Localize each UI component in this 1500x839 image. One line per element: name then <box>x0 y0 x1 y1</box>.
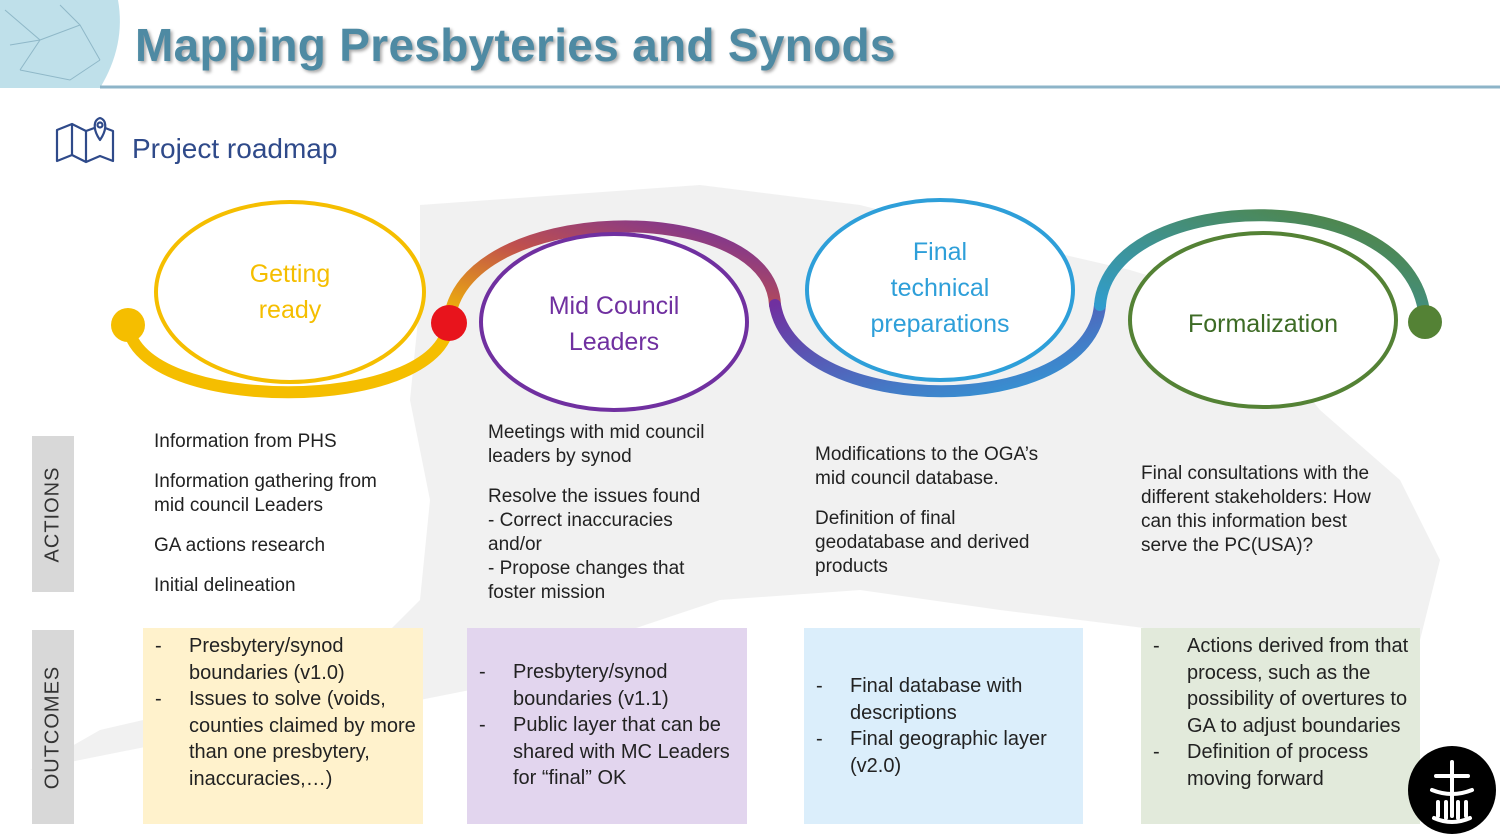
action-item: Meetings with mid council leaders by syn… <box>488 422 705 467</box>
action-item: Resolve the issues found - Correct inacc… <box>488 486 701 603</box>
outcome-item: Public layer that can be shared with MC … <box>467 712 747 792</box>
cross-seal-icon <box>1430 760 1474 824</box>
action-item: Initial delineation <box>154 575 296 596</box>
stage-label-formalization: Formalization <box>1187 310 1339 338</box>
section-subtitle: Project roadmap <box>132 133 338 164</box>
outcome-item: Issues to solve (voids, counties claimed… <box>143 686 423 792</box>
action-item: Information from PHS <box>154 431 337 452</box>
outcome-item: Presbytery/synod boundaries (v1.0) <box>143 633 423 686</box>
actions-formalization: Final consultations with the different s… <box>1141 462 1441 574</box>
outcomes-final-technical: Final database with descriptions Final g… <box>804 628 1083 824</box>
end-marker <box>1408 305 1442 339</box>
start-marker <box>111 308 145 342</box>
stage-ellipse-formalization <box>1128 231 1398 409</box>
corner-ornament <box>0 0 120 88</box>
transition-marker <box>431 305 467 341</box>
arc-mid-council <box>443 220 781 329</box>
page-title: Mapping Presbyteries and Synods <box>135 19 896 71</box>
outcomes-formalization: Actions derived from that process, such … <box>1141 628 1420 824</box>
actions-tab: ACTIONS <box>32 436 74 592</box>
stage-ellipse-mid-council <box>479 232 749 412</box>
action-item: Final consultations with the different s… <box>1141 463 1371 556</box>
action-item: Modifications to the OGA’s mid council d… <box>815 444 1039 489</box>
arc-final-technical <box>769 299 1106 398</box>
pcusa-logo <box>1408 746 1496 834</box>
stage-ellipse-getting-ready <box>154 200 426 384</box>
map-pin-icon <box>55 116 115 164</box>
outcome-item: Actions derived from that process, such … <box>1141 633 1420 739</box>
action-item: Definition of final geodatabase and deri… <box>815 508 1030 577</box>
arc-getting-ready <box>122 317 455 399</box>
actions-getting-ready: Information from PHS Information gatheri… <box>154 430 454 614</box>
action-item: Information gathering from mid council L… <box>154 471 377 516</box>
outcomes-tab: OUTCOMES <box>32 630 74 824</box>
arc-formalization <box>1094 209 1431 328</box>
action-item: GA actions research <box>154 535 326 556</box>
actions-mid-council: Meetings with mid council leaders by syn… <box>488 421 778 621</box>
outcome-item: Final geographic layer (v2.0) <box>804 726 1083 779</box>
outcomes-mid-council: Presbytery/synod boundaries (v1.1) Publi… <box>467 628 747 824</box>
outcome-item: Final database with descriptions <box>804 673 1083 726</box>
stage-ellipse-final-technical <box>805 198 1075 382</box>
outcome-item: Definition of process moving forward <box>1141 739 1420 792</box>
outcomes-getting-ready: Presbytery/synod boundaries (v1.0) Issue… <box>143 628 423 824</box>
actions-final-technical: Modifications to the OGA’s mid council d… <box>815 443 1105 595</box>
outcome-item: Presbytery/synod boundaries (v1.1) <box>467 659 747 712</box>
